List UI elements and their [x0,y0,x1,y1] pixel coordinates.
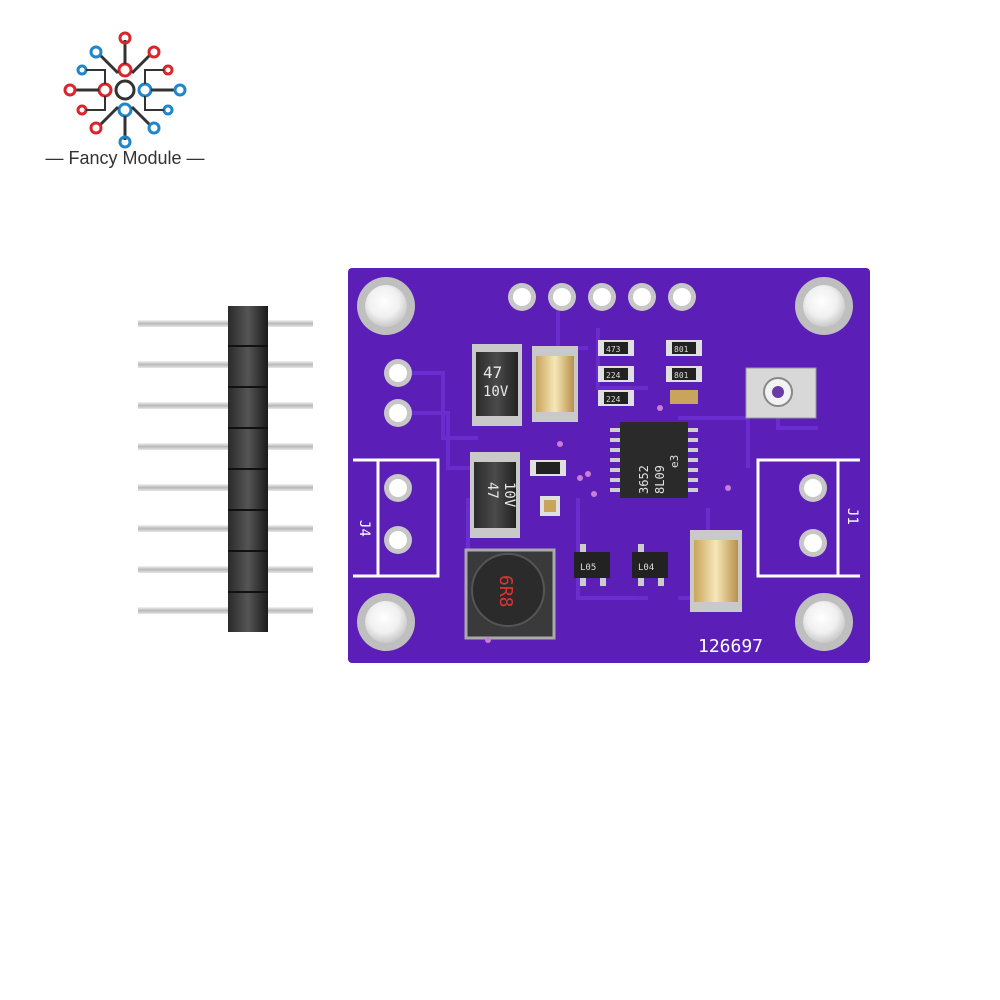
tantalum-capacitor-1: 47 10V [472,344,522,426]
chip-marking-2: 8L09 [653,465,667,494]
ic-chip: 3652 8L09 e3 [610,422,698,498]
cap1-value: 47 [483,363,502,382]
chip-marking-1: 3652 [637,465,651,494]
resistor-label-3: 224 [606,395,621,404]
cap2-voltage: 10V [501,482,517,508]
transistor-label-2: L04 [638,563,654,573]
brand-name-text: Fancy Module [68,148,182,168]
pcb-board: J4 J1 47 10V 473 224 [348,268,870,663]
connector-j1-label: J1 [844,508,860,525]
connector-j4-label: J4 [356,520,372,537]
connector-j4-outline [353,458,440,578]
tantalum-capacitor-2: 10V 47 [470,452,520,538]
ceramic-capacitor-2 [690,530,742,612]
inductor-marking: 6R8 [495,575,516,608]
header-pins [138,320,313,614]
connector-j1-outline [756,458,860,578]
smd-resistors: 473 224 224 801 801 [530,340,702,516]
sot23-transistors: L05 L04 [574,544,668,586]
trimmer-potentiometer [745,367,817,419]
resistor-label-4: 801 [674,345,689,354]
brand-name: — Fancy Module — [45,148,205,168]
transistor-label-1: L05 [580,563,596,573]
board-substrate [348,268,870,663]
left-pads [384,359,412,554]
mounting-holes [357,277,853,651]
resistor-label-2: 224 [606,371,621,380]
pin-header [130,300,330,640]
circuit-node-icon [63,31,187,149]
resistor-label-1: 473 [606,345,621,354]
power-inductor: 6R8 [464,548,556,640]
ceramic-capacitor-1 [532,346,578,422]
brand-logo [60,30,190,150]
chip-marking-3: e3 [668,455,681,468]
top-pads [508,283,696,311]
cap2-value: 47 [484,482,500,499]
cap1-voltage: 10V [483,384,509,400]
resistor-label-5: 801 [674,371,689,380]
board-number: 126697 [698,636,763,657]
right-pads [799,474,827,557]
